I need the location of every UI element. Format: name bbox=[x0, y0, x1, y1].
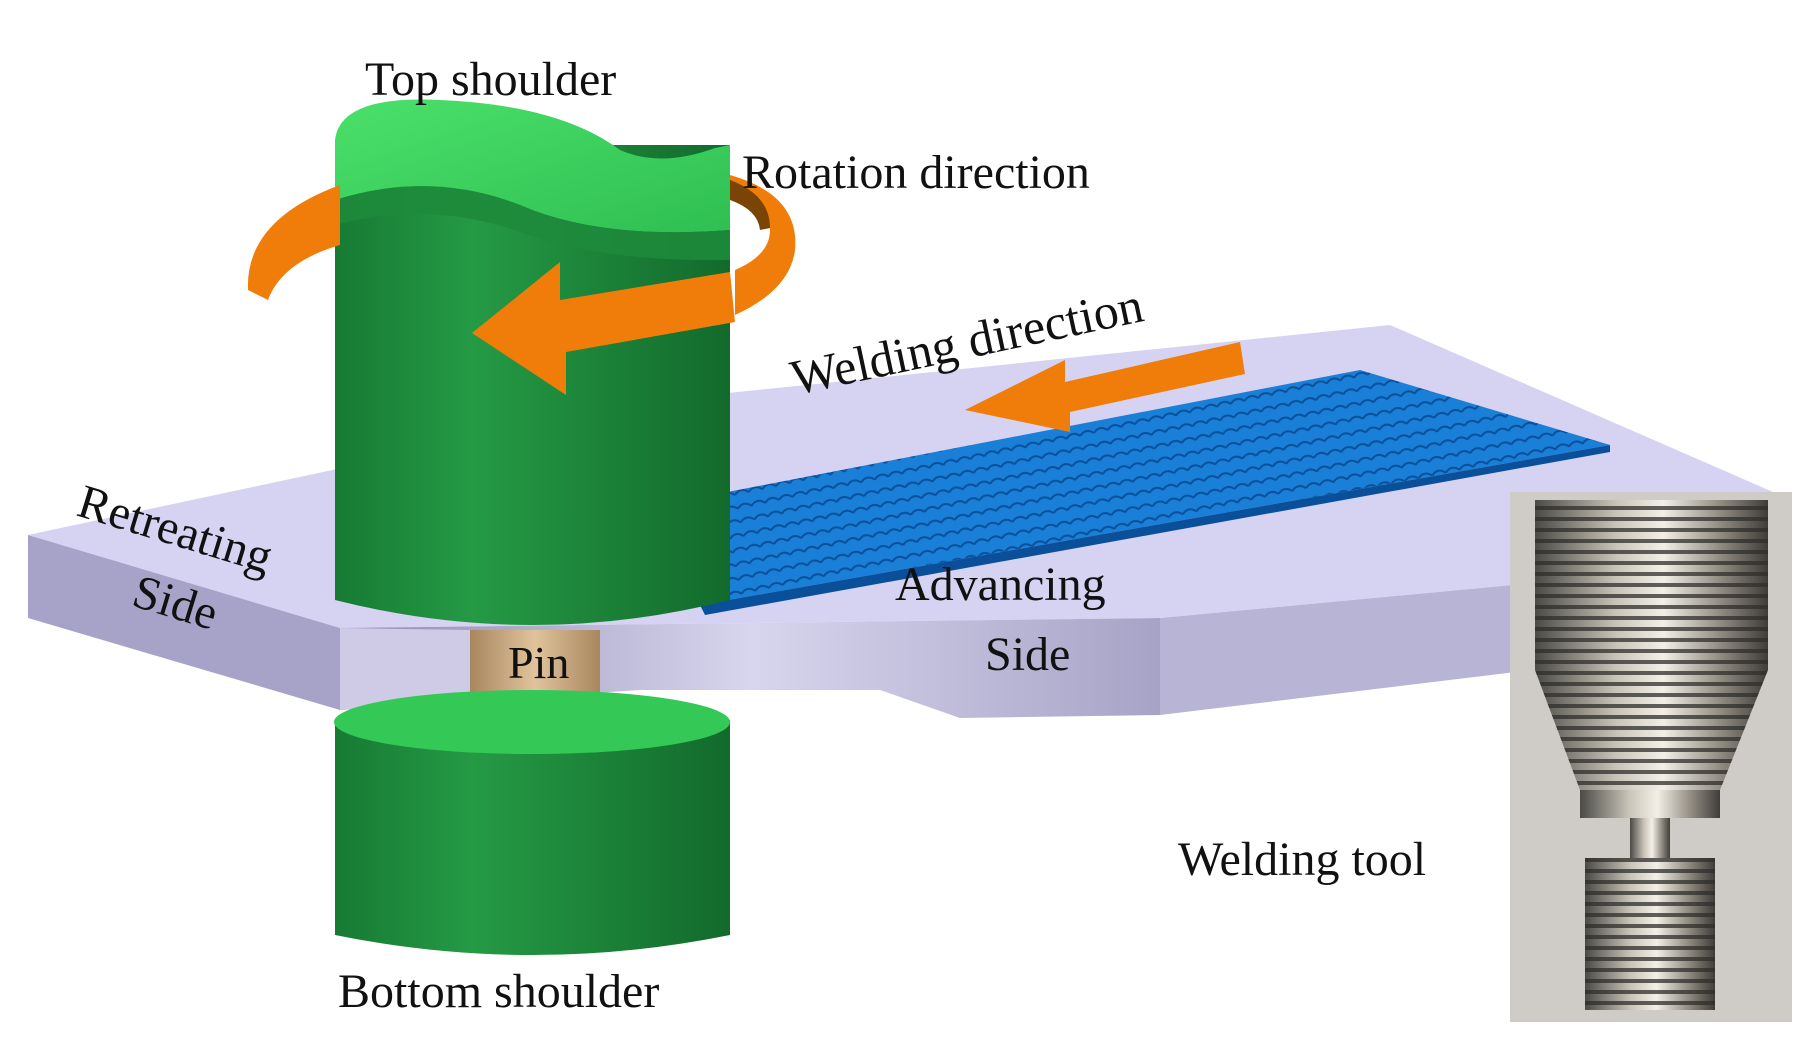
top-shoulder-fold bbox=[335, 186, 730, 261]
label-bottom-shoulder: Bottom shoulder bbox=[338, 965, 659, 1018]
rotation-arrow-band-shadow bbox=[730, 180, 770, 230]
label-advancing-side-line2: Side bbox=[985, 628, 1070, 681]
tool-neck-collar bbox=[1580, 790, 1720, 818]
rotation-arrow-tail bbox=[247, 185, 340, 300]
label-welding-tool: Welding tool bbox=[1178, 833, 1426, 886]
welding-tool-photo bbox=[1510, 492, 1792, 1022]
tool-pin bbox=[1630, 818, 1670, 858]
label-pin: Pin bbox=[508, 637, 569, 688]
weld-bead bbox=[660, 370, 1610, 605]
bottom-shoulder-top-face bbox=[334, 690, 730, 754]
label-advancing-side-line1: Advancing bbox=[895, 558, 1106, 611]
top-shoulder-cap bbox=[335, 99, 730, 233]
tool-upper-threads bbox=[1535, 500, 1768, 670]
rotation-arrow-band bbox=[730, 175, 796, 315]
plate-front-strip bbox=[340, 628, 470, 710]
pin-body bbox=[470, 630, 600, 700]
tool-taper-threads bbox=[1535, 670, 1768, 790]
plate-left-side bbox=[28, 535, 340, 710]
rotation-arrow-head bbox=[472, 262, 735, 395]
label-rotation-direction: Rotation direction bbox=[742, 146, 1090, 199]
bottom-shoulder-body bbox=[335, 720, 730, 955]
welding-direction-arrow bbox=[965, 342, 1245, 432]
bottom-shoulder bbox=[334, 690, 730, 955]
rotation-arrow bbox=[247, 175, 796, 395]
label-top-shoulder: Top shoulder bbox=[365, 53, 616, 106]
weld-bead-edge bbox=[700, 445, 1610, 615]
weld-seam bbox=[660, 370, 1610, 615]
top-shoulder-body bbox=[335, 145, 730, 625]
top-shoulder bbox=[335, 99, 730, 625]
tool-lower-threads bbox=[1585, 858, 1715, 1010]
